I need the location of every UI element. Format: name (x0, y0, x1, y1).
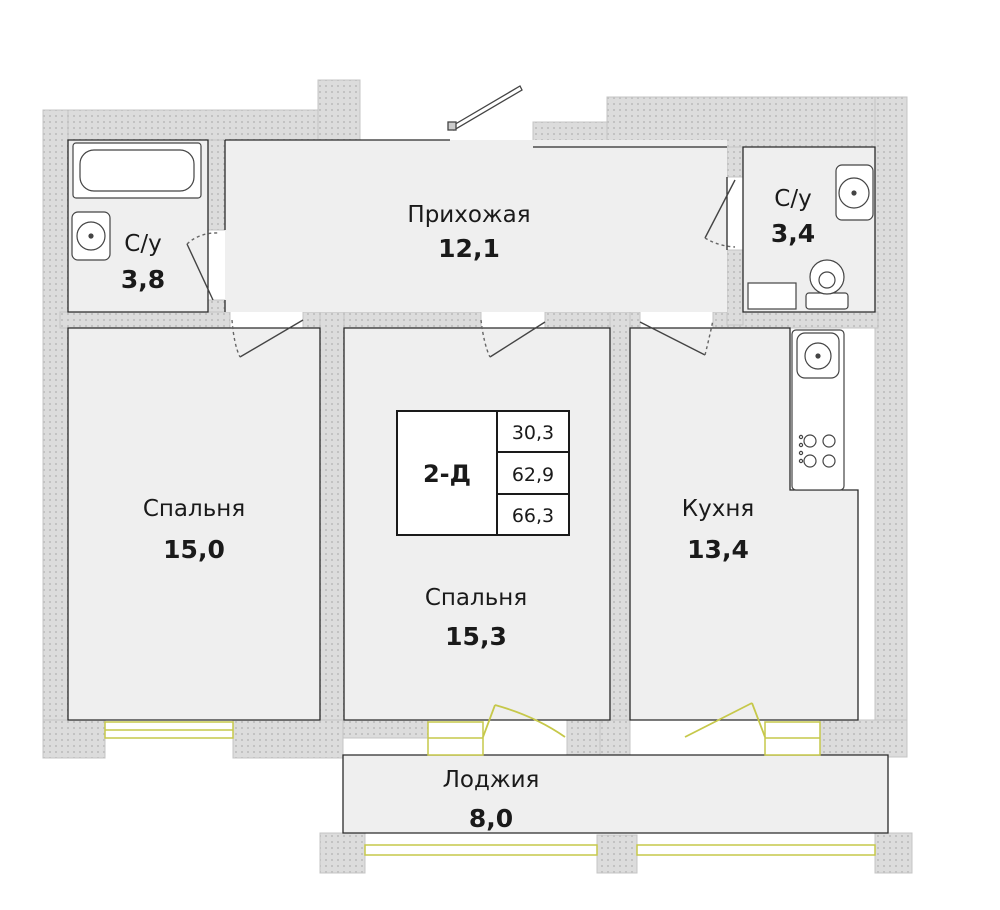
bedroom-left-area: 15,0 (163, 535, 225, 564)
kitchen-counter (791, 329, 845, 491)
windows (104, 721, 876, 856)
kitchen-area: 13,4 (687, 535, 749, 564)
hallway-area: 12,1 (438, 234, 500, 263)
bedroom-center-name: Спальня (425, 585, 527, 611)
sink-left (71, 211, 111, 261)
loggia-name: Лоджия (443, 767, 540, 793)
washer (747, 282, 797, 310)
apartment-code: 2-Д (423, 460, 471, 488)
bedroom-center-area: 15,3 (445, 622, 507, 651)
hallway-floor (225, 140, 727, 312)
area-total: 62,9 (512, 464, 554, 486)
sink-right (835, 164, 874, 221)
bath-right-name: С/у (774, 186, 811, 212)
hallway-outline (224, 139, 728, 312)
area-living: 30,3 (512, 422, 554, 444)
loggia-area: 8,0 (469, 804, 513, 833)
kitchen-floor (629, 327, 859, 721)
bedroom-left-floor (67, 327, 321, 721)
room-labels: Прихожая 12,1 С/у 3,8 С/у 3,4 Спальня 15… (121, 186, 815, 833)
balcony-doors (482, 702, 766, 738)
bathtub (72, 142, 202, 199)
bedroom-left-name: Спальня (143, 496, 245, 522)
kitchen-name: Кухня (682, 496, 754, 522)
bath-left-area: 3,8 (121, 265, 165, 294)
window-loggia-right (636, 844, 876, 856)
entrance-door (447, 85, 523, 131)
room-floors (67, 139, 889, 834)
apartment-info-box: 2-Д 30,3 62,9 66,3 (396, 410, 570, 536)
interior-doors (186, 179, 736, 358)
loggia-floor (342, 754, 889, 834)
window-loggia (364, 844, 598, 856)
toilet (805, 259, 849, 310)
bath-left-name: С/у (124, 231, 161, 257)
walls (42, 79, 913, 874)
area-total-with-loggia: 66,3 (512, 505, 554, 527)
bath-right-area: 3,4 (771, 219, 815, 248)
hallway-name: Прихожая (407, 202, 530, 228)
